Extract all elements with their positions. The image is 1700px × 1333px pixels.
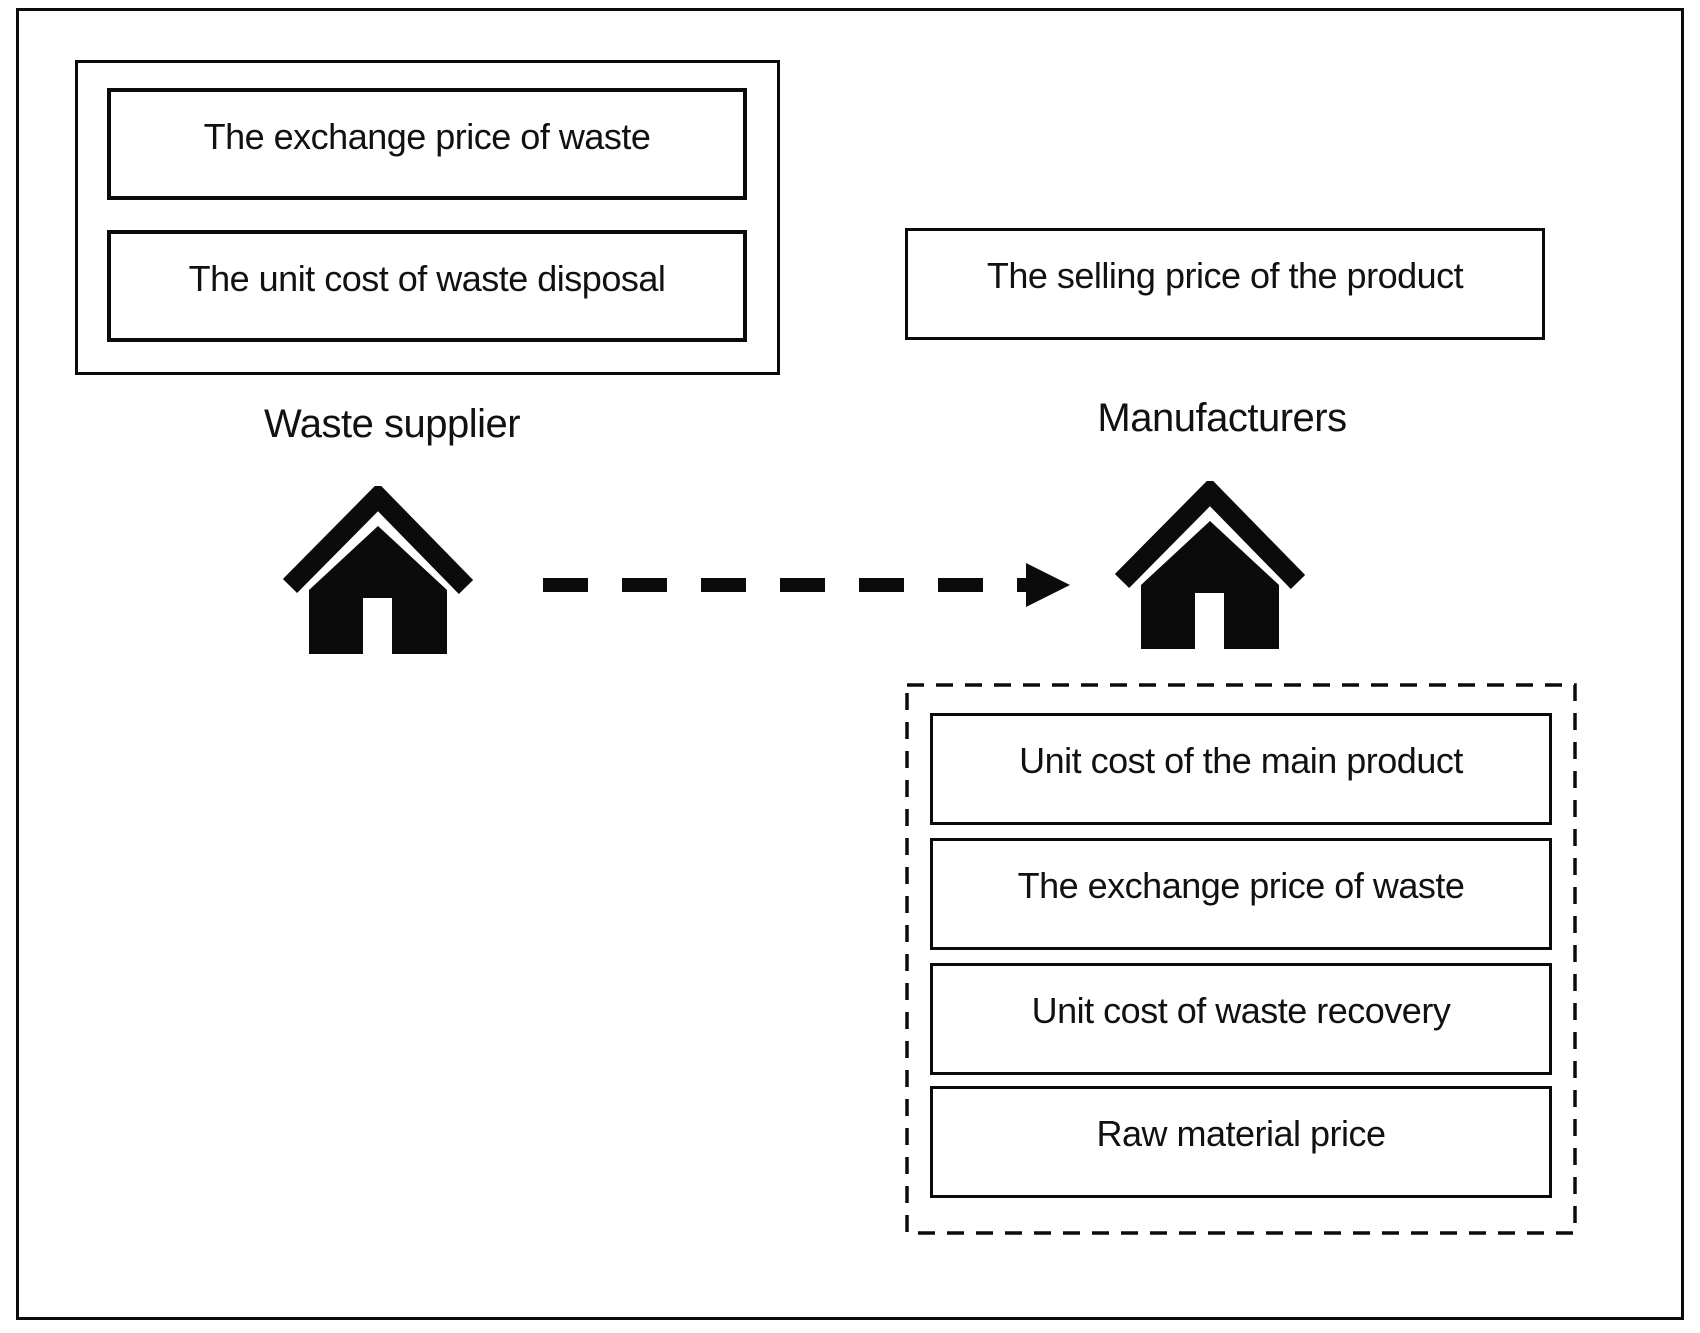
house-icon [283, 486, 473, 654]
supplier-factor-box: The exchange price of waste [107, 88, 747, 200]
selling-price-box: The selling price of the product [905, 228, 1545, 340]
house-icon [1115, 481, 1305, 649]
manufacturer-label: Manufacturers [1097, 396, 1347, 440]
manufacturer-factor-box: The exchange price of waste [930, 838, 1552, 950]
manufacturer-factors-group: Unit cost of the main product The exchan… [905, 683, 1577, 1235]
supplier-label: Waste supplier [263, 402, 521, 446]
dashed-right-arrow-icon [543, 563, 1070, 607]
supplier-factors-group: The exchange price of waste The unit cos… [75, 60, 780, 375]
manufacturer-factor-box: Raw material price [930, 1086, 1552, 1198]
manufacturer-factor-box: Unit cost of waste recovery [930, 963, 1552, 1075]
supplier-factor-box: The unit cost of waste disposal [107, 230, 747, 342]
outer-frame [16, 8, 1684, 1320]
dashed-border [905, 683, 1577, 1235]
manufacturer-factor-box: Unit cost of the main product [930, 713, 1552, 825]
